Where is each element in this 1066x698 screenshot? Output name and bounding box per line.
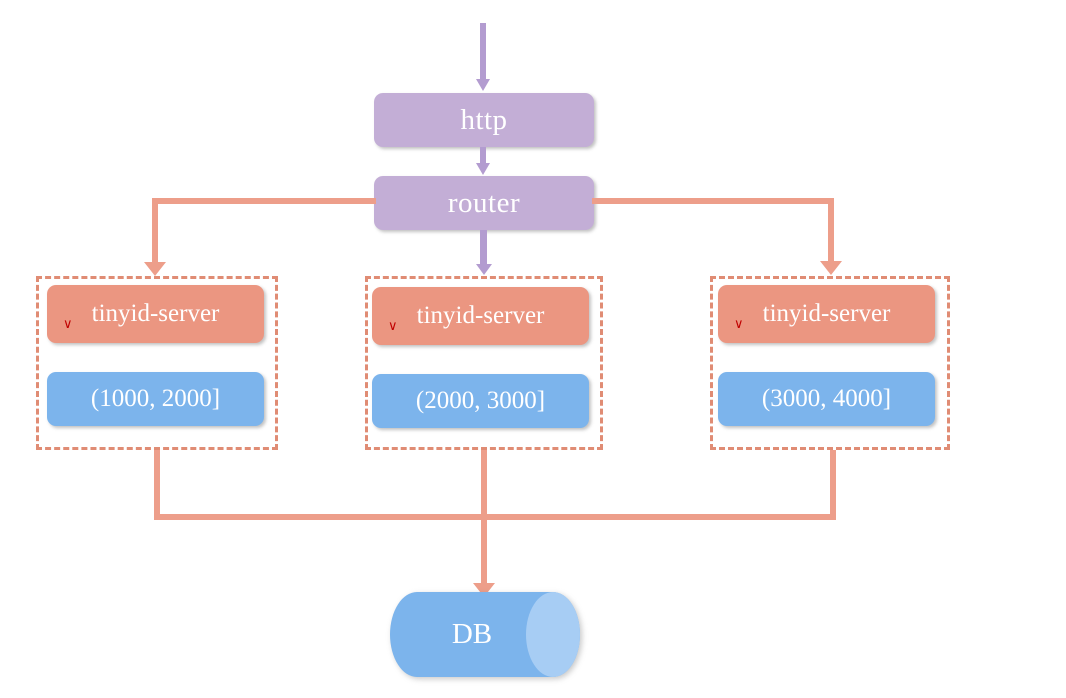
spellcheck-squiggle-3: ∨ <box>734 316 744 331</box>
node-http[interactable]: http <box>374 93 594 147</box>
node-tinyid-server-1[interactable]: tinyid-server <box>47 285 264 343</box>
spellcheck-squiggle-2: ∨ <box>388 318 398 333</box>
node-id-range-3-label: (3000, 4000] <box>761 385 892 412</box>
node-db[interactable]: DB <box>390 592 580 677</box>
router-left-horizontal-line <box>152 198 376 204</box>
node-id-range-2-label: (2000, 3000] <box>415 387 546 414</box>
group1-db-vertical-line <box>154 450 160 520</box>
node-tinyid-server-2-label: tinyid-server <box>416 302 545 329</box>
router-middle-vertical-line <box>480 230 487 266</box>
node-http-label: http <box>460 103 508 136</box>
node-id-range-1-label: (1000, 2000] <box>90 385 221 412</box>
router-right-horizontal-line <box>592 198 834 204</box>
node-id-range-1[interactable]: (1000, 2000] <box>47 372 264 426</box>
server-group-1 <box>36 276 278 450</box>
group2-db-vertical-line <box>481 450 487 587</box>
db-cylinder-shape <box>390 592 580 677</box>
inbound-connector-line <box>480 23 486 79</box>
server-group-2 <box>365 276 603 450</box>
http-router-connector-line <box>480 147 486 165</box>
node-tinyid-server-3[interactable]: tinyid-server <box>718 285 935 343</box>
router-right-arrowhead <box>820 261 842 275</box>
db-bus-horizontal-line <box>154 514 836 520</box>
node-db-label: DB <box>451 618 493 650</box>
group3-db-vertical-line <box>830 450 836 520</box>
spellcheck-squiggle-1: ∨ <box>63 316 73 331</box>
node-db-label-wrap: DB <box>390 592 580 677</box>
router-middle-arrowhead <box>476 264 492 275</box>
router-left-arrowhead <box>144 262 166 276</box>
router-right-vertical-line <box>828 198 834 262</box>
router-left-vertical-line <box>152 198 158 264</box>
server-group-3 <box>710 276 950 450</box>
node-router[interactable]: router <box>374 176 594 230</box>
node-id-range-3[interactable]: (3000, 4000] <box>718 372 935 426</box>
node-router-label: router <box>447 186 521 219</box>
http-router-connector-arrowhead <box>476 163 490 175</box>
node-tinyid-server-1-label: tinyid-server <box>91 300 220 327</box>
node-tinyid-server-2[interactable]: tinyid-server <box>372 287 589 345</box>
node-id-range-2[interactable]: (2000, 3000] <box>372 374 589 428</box>
node-tinyid-server-3-label: tinyid-server <box>762 300 891 327</box>
inbound-connector-arrowhead <box>476 79 490 91</box>
